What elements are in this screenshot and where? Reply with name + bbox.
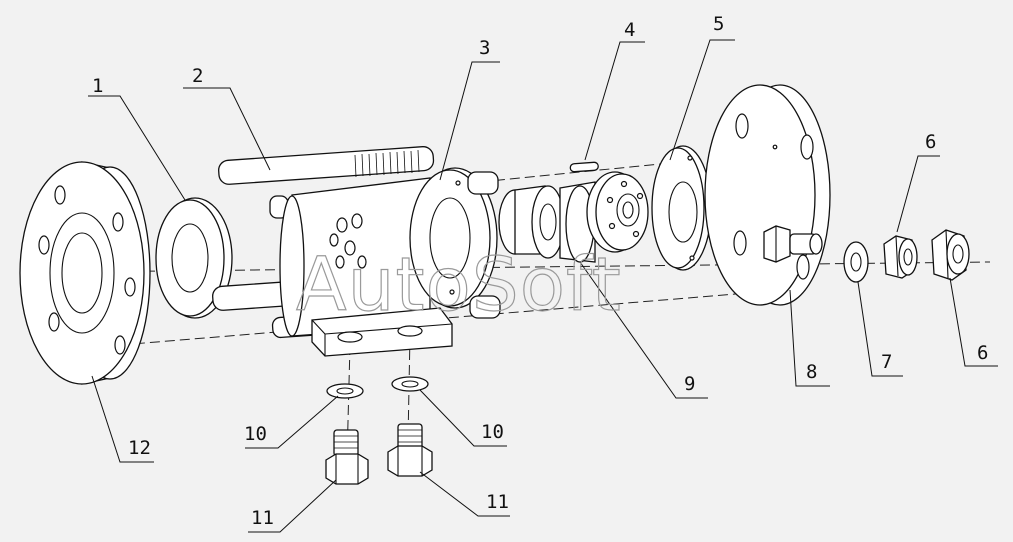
part-3-end-plate (409, 167, 501, 319)
watermark-text: AutoSoft (296, 242, 622, 328)
callout-11-right: 11 (486, 491, 509, 513)
callout-labels: 1 2 3 4 5 6 6 7 8 9 10 10 11 11 12 (92, 13, 988, 529)
callout-9: 9 (684, 373, 695, 395)
part-10-washer-right (391, 376, 429, 392)
callout-8: 8 (806, 361, 817, 383)
part-6-nut-inner (883, 235, 918, 279)
callout-1: 1 (92, 75, 103, 97)
housing-body (279, 177, 453, 357)
part-7-washer (843, 241, 869, 283)
part-6-nut-outer (931, 229, 970, 281)
callout-11-left: 11 (251, 507, 274, 529)
callout-6-bottom: 6 (977, 342, 988, 364)
callout-4: 4 (624, 19, 635, 41)
part-10-washer-left (326, 383, 364, 399)
part-12-flange (19, 161, 151, 385)
part-5-plate (651, 145, 712, 271)
part-4-pin (569, 161, 599, 173)
callout-10-left: 10 (244, 423, 267, 445)
callout-2: 2 (192, 65, 203, 87)
part-9-rotor-set (498, 171, 649, 263)
callout-7: 7 (881, 351, 892, 373)
callout-3: 3 (479, 37, 490, 59)
callout-12: 12 (128, 437, 151, 459)
part-1-gasket (155, 197, 233, 319)
leader-lines (88, 39, 998, 533)
callout-6-top: 6 (925, 131, 936, 153)
part-8-cover (704, 84, 831, 306)
callout-10-right: 10 (481, 421, 504, 443)
callout-5: 5 (713, 13, 724, 35)
part-11-plug-left (325, 429, 369, 485)
part-11-plug-right (387, 423, 433, 477)
